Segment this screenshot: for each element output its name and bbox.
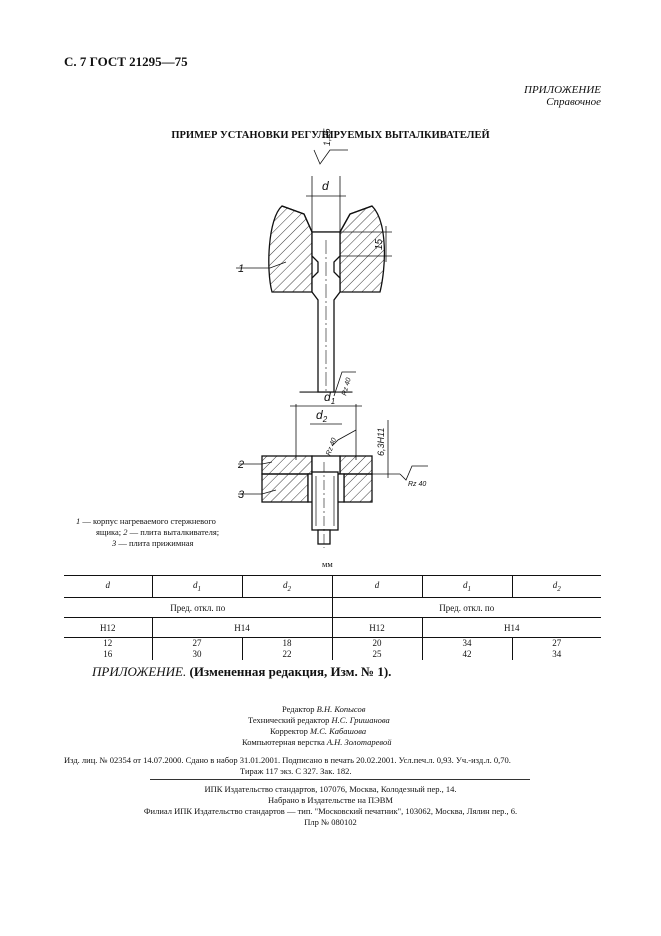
change-note: ПРИЛОЖЕНИЕ. (Измененная редакция, Изм. №… [92,664,391,680]
table-cell: 22 [242,649,333,660]
rz40-right: Rz 40 [408,481,426,488]
tolerance-label-row: Пред. откл. по Пред. откл. по [64,597,601,618]
appendix-label: ПРИЛОЖЕНИЕ [524,84,601,96]
table-cell: 34 [552,649,562,659]
drawing-labels: 1 2 3 d 1,25 15 d1 d2 Rz 40 Rz 40 Rz 40 … [237,127,426,501]
publisher-block: ИПК Издательство стандартов, 107076, Мос… [0,784,661,828]
table-row: 12 27 18 20 34 27 [64,637,601,649]
publisher-line-1: ИПК Издательство стандартов, 107076, Мос… [204,784,457,794]
callout-1: 1 [238,263,244,275]
appendix-heading: ПРИЛОЖЕНИЕ Справочное [524,84,601,108]
divider [150,779,530,780]
rz40-upper: Rz 40 [341,377,353,397]
change-note-label: ПРИЛОЖЕНИЕ. [92,664,187,679]
dim-thread: 6,3H11 [376,428,386,456]
dim-roughness-top: 1,25 [322,127,332,146]
rz40-middle: Rz 40 [325,437,338,457]
technical-drawing: 1 2 3 d 1,25 15 d1 d2 Rz 40 Rz 40 Rz 40 … [236,127,428,548]
dim-d: d [322,179,329,193]
grade-cell: H14 [152,617,333,638]
tolerance-label: Пред. откл. по [64,597,333,618]
publisher-line-4: Плр № 080102 [304,817,357,827]
table-cell: 16 [64,649,153,660]
tolerance-grade-row: H12 H14 H12 H14 [64,617,601,638]
ejector-pin [311,231,341,393]
table-cell: 30 [152,649,243,660]
credit-corrector: Корректор М.С. Кабашова [270,726,367,736]
drawing-title: ПРИМЕР УСТАНОВКИ РЕГУЛИРУЕМЫХ ВЫТАЛКИВАТ… [171,130,490,141]
callout-2: 2 [237,459,244,471]
table-cell: 18 [242,637,333,649]
units-label: мм [322,559,333,569]
dim-height-15: 15 [374,238,385,250]
grade-cell: H12 [332,617,423,638]
adjusting-screw [299,391,353,548]
ejector-plate [261,455,373,475]
table-cell: 27 [152,637,243,649]
page-header: С. 7 ГОСТ 21295—75 [64,54,188,69]
legend-line-2: ящика; 2 — плита выталкивателя; [96,527,220,537]
table-cell: 12 [64,637,153,649]
credit-editor: Редактор В.Н. Копысов [282,704,366,714]
table-cell: 42 [422,649,513,660]
col-header-d2: d2 [512,575,601,598]
dim-d2: d2 [316,408,328,424]
dim-d1: d1 [324,390,335,406]
drawing-legend: 1 — корпус нагреваемого стержневого ящик… [76,516,219,549]
dimensions-table: d d1 d2 d d1 d2 Пред. откл. по Пред. отк… [64,575,601,660]
grade-cell: H12 [64,617,153,638]
tolerance-label: Пред. откл. по [332,597,601,618]
imprint-line-1: Изд. лиц. № 02354 от 14.07.2000. Сдано в… [64,755,511,765]
legend-line-3: 3 — плита прижимная [112,538,194,548]
col-header-d: d [332,575,423,598]
table-cell: 34 [422,637,513,649]
legend-line-1: 1 — корпус нагреваемого стержневого [76,516,216,526]
appendix-status: Справочное [546,96,601,108]
col-header-d2: d2 [242,575,333,598]
col-header-d1: d1 [422,575,513,598]
table-row: 16 30 22 25 42 34 [64,649,601,660]
dimension-lines [236,149,428,495]
col-header-d: d [64,575,153,598]
credit-layout: Компьютерная верстка А.Н. Золотаревой [242,737,392,747]
credit-tech-editor: Технический редактор Н.С. Гришанова [248,715,390,725]
table-cell: 20 [332,637,423,649]
callout-3: 3 [238,489,245,501]
table-cell: 25 [332,649,423,660]
change-note-text: (Измененная редакция, Изм. № 1). [186,664,392,679]
table-cell: 27 [552,638,562,648]
imprint-line-2: Тираж 117 экз. С 327. Зак. 182. [240,766,352,776]
col-header-d1: d1 [152,575,243,598]
grade-cell: H14 [422,617,601,638]
table-header-row: d d1 d2 d d1 d2 [64,575,601,598]
publisher-line-2: Набрано в Издательстве на ПЭВМ [268,795,393,805]
publisher-line-3: Филиал ИПК Издательство стандартов — тип… [143,806,518,816]
